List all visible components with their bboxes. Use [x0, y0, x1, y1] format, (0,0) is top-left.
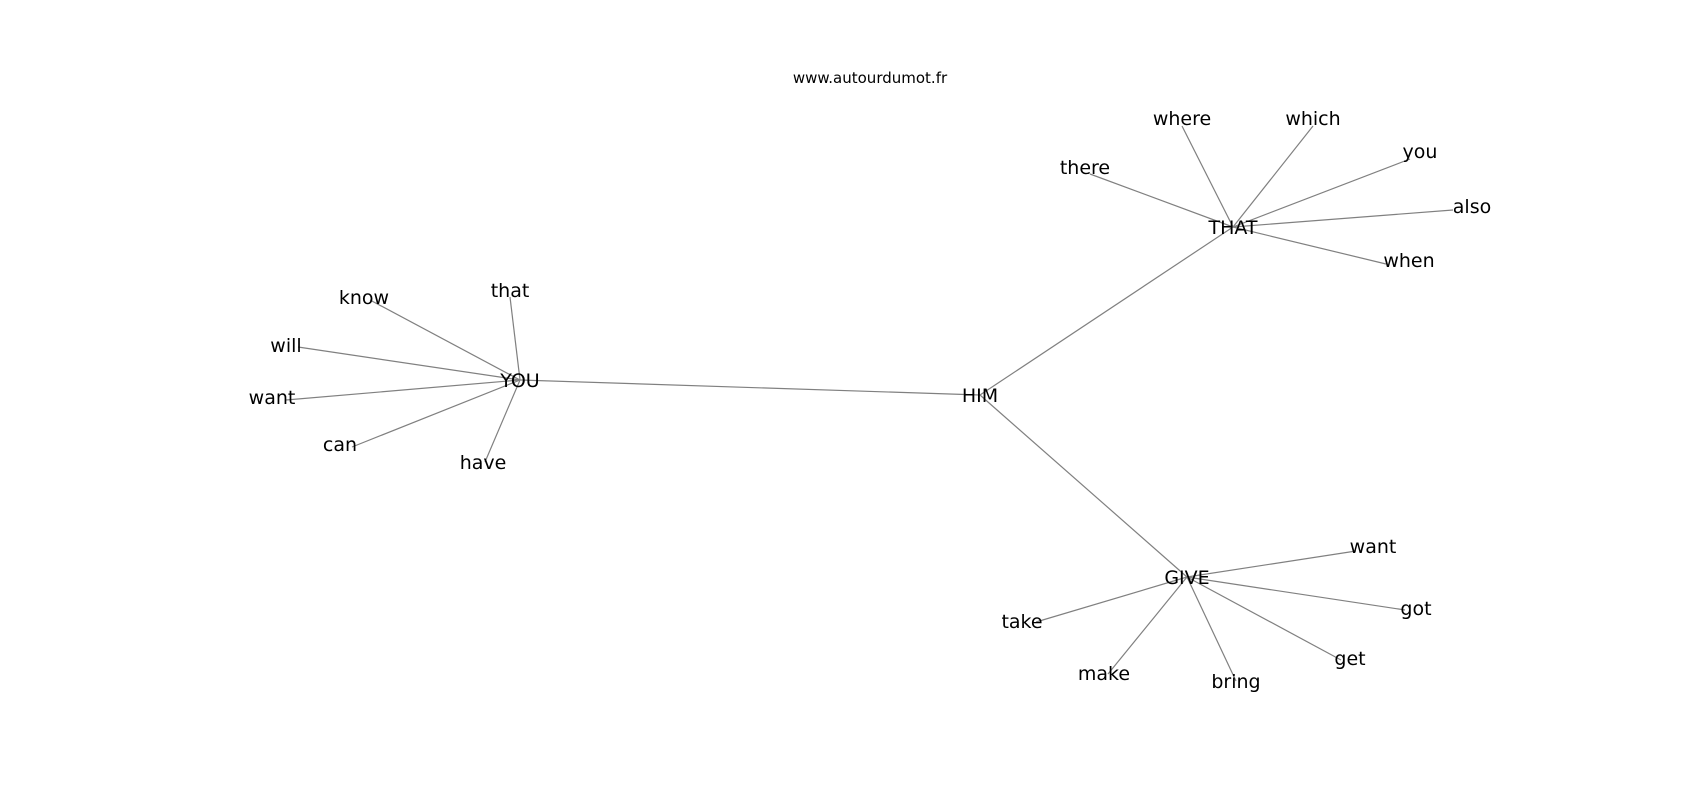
watermark-text: www.autourdumot.fr	[793, 69, 948, 87]
edge-you-want_you	[285, 379, 521, 401]
node-know: know	[339, 287, 389, 309]
node-want-give: want	[1350, 536, 1397, 558]
node-there: there	[1060, 157, 1110, 179]
node-that-leaf: that	[491, 280, 530, 302]
edge-give-take	[1035, 576, 1188, 623]
edge-that_hub-there	[1089, 173, 1234, 228]
node-want-you: want	[249, 387, 296, 409]
node-take: take	[1001, 611, 1042, 633]
node-have: have	[460, 452, 507, 474]
edge-give-bring	[1186, 576, 1237, 682]
edge-give-want_give	[1186, 550, 1357, 578]
edge-that_hub-which	[1232, 125, 1314, 228]
edge-him-give	[979, 394, 1188, 578]
edge-you-will	[297, 346, 521, 381]
node-that-hub: THAT	[1207, 217, 1257, 239]
node-give: GIVE	[1164, 567, 1209, 589]
node-also: also	[1453, 196, 1491, 218]
edge-that_hub-when	[1232, 226, 1387, 265]
node-which: which	[1285, 108, 1340, 130]
edge-you-know	[369, 299, 521, 381]
node-you-leaf: you	[1403, 141, 1438, 163]
edge-give-get	[1186, 576, 1342, 661]
node-can: can	[323, 434, 357, 456]
node-where: where	[1153, 108, 1211, 130]
labels-layer: HIM YOU THAT GIVE know that will want can have whe…	[249, 108, 1492, 693]
edge-him-that_hub	[979, 226, 1234, 396]
edge-that_hub-you_leaf	[1232, 158, 1411, 228]
edge-give-make	[1107, 576, 1188, 675]
node-will: will	[270, 335, 301, 357]
edge-that_hub-where	[1181, 125, 1234, 228]
edges-layer	[285, 125, 1454, 682]
node-you: YOU	[499, 370, 539, 392]
edge-you-have	[484, 379, 521, 463]
node-make: make	[1078, 663, 1130, 685]
node-him: HIM	[962, 385, 998, 407]
edge-give-got	[1186, 576, 1406, 611]
node-when: when	[1383, 250, 1434, 272]
edge-you-that_leaf	[509, 296, 521, 381]
node-got: got	[1400, 598, 1431, 620]
edge-that_hub-also	[1232, 209, 1454, 228]
node-get: get	[1334, 648, 1365, 670]
edge-him-you	[519, 379, 981, 396]
edge-you-can	[351, 379, 521, 448]
node-bring: bring	[1211, 671, 1260, 693]
